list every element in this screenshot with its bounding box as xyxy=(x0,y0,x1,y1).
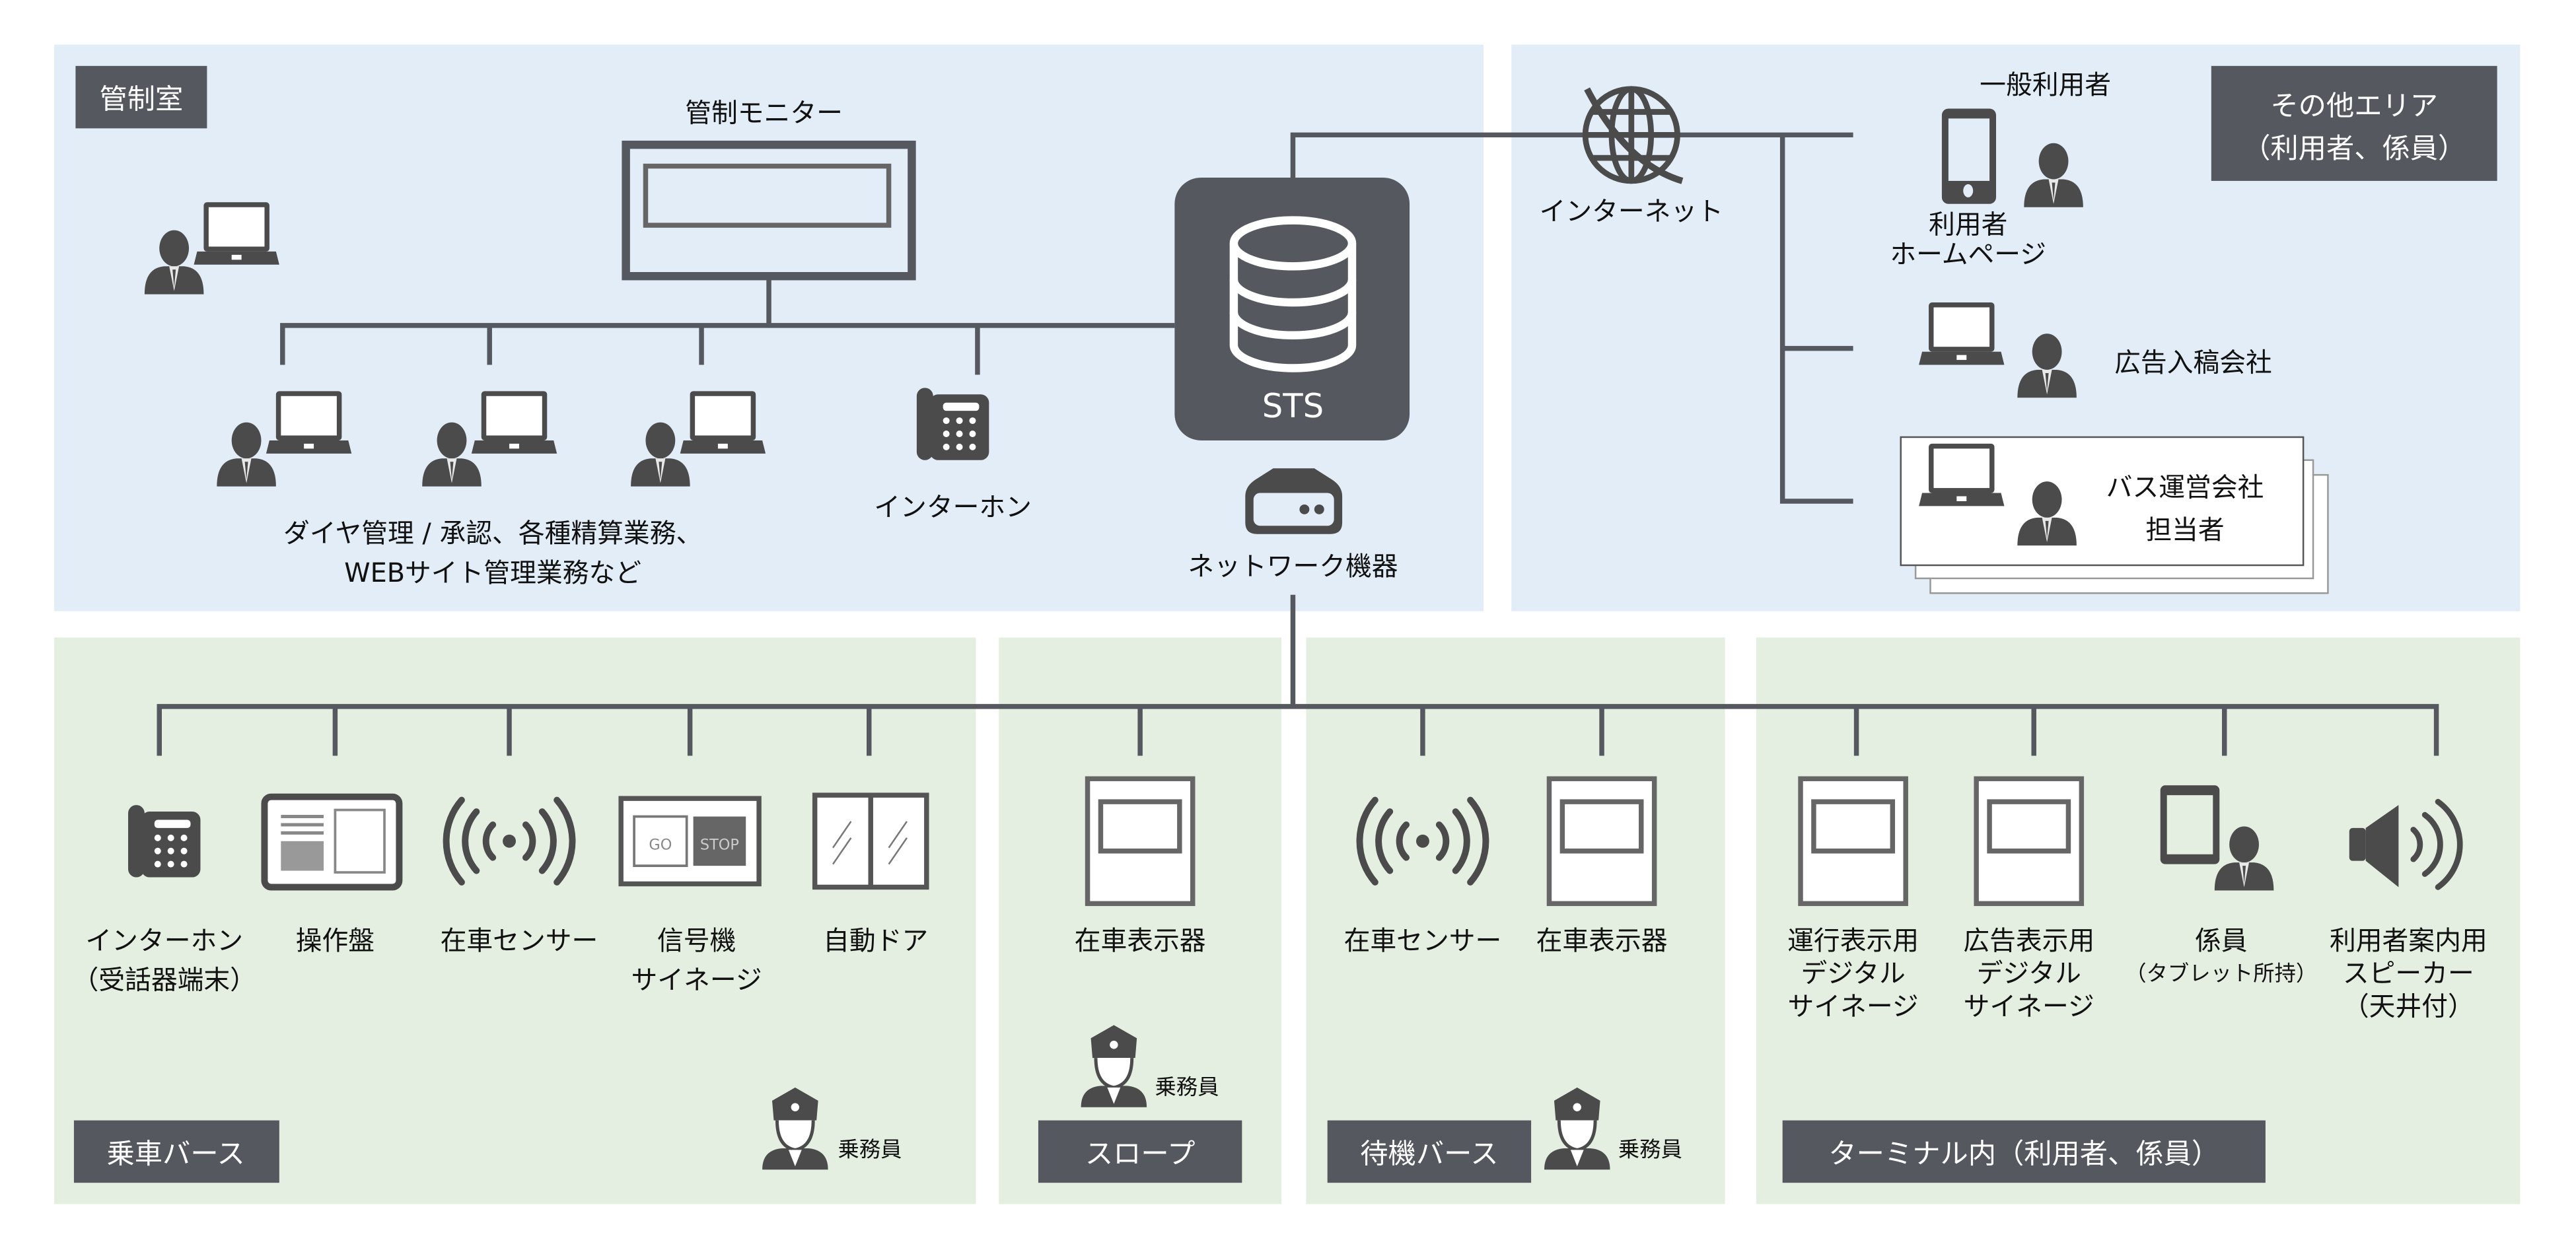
device-label: 信号機 xyxy=(657,926,736,956)
other-area-tag: その他エリア （利用者、係員） xyxy=(2211,65,2497,181)
general-users-label: 一般利用者 xyxy=(1980,70,2111,100)
network-device-icon xyxy=(1245,468,1343,534)
tablet-icon xyxy=(2160,785,2220,864)
device-label: 在車表示器 xyxy=(1536,926,1668,956)
device-label: サイネージ xyxy=(631,965,762,996)
internet-label: インターネット xyxy=(1540,197,1723,227)
handset-intercom-icon xyxy=(128,805,201,878)
device-label: デジタル xyxy=(1801,959,1905,989)
crew-label: 乗務員 xyxy=(1618,1136,1682,1162)
crew-label: 乗務員 xyxy=(838,1136,902,1162)
user-homepage-label-line2: ホームページ xyxy=(1890,239,2046,269)
automatic-door-icon xyxy=(812,792,929,890)
presence-display-icon xyxy=(1088,779,1193,903)
control-bus-line xyxy=(280,323,1175,365)
device-label: インターホン xyxy=(85,926,243,956)
sts-label: STS xyxy=(1262,387,1324,425)
operation-signage-icon xyxy=(1801,779,1906,903)
device-label: デジタル xyxy=(1977,959,2081,989)
bus-company-laptop-icon xyxy=(1919,443,2005,506)
waiting-bay-panel xyxy=(1306,637,1725,1204)
slope-tag: スロープ xyxy=(1038,1120,1242,1183)
device-label: 在車表示器 xyxy=(1075,926,1206,956)
crew-label: 乗務員 xyxy=(1155,1074,1219,1099)
device-label: 在車センサー xyxy=(441,926,598,956)
ad-company-laptop-icon xyxy=(1919,302,2005,365)
svg-text:待機バース: 待機バース xyxy=(1360,1137,1498,1169)
device-label: サイネージ xyxy=(1964,991,2094,1022)
operators-label-line2: WEBサイト管理業務など xyxy=(344,558,641,588)
presence-display-icon xyxy=(1549,779,1654,903)
operators-label-line1: ダイヤ管理 / 承認、各種精算業務、 xyxy=(283,518,702,549)
device-label: 広告表示用 xyxy=(1963,926,2094,956)
device-label: 運行表示用 xyxy=(1787,926,1919,956)
network-device-label: ネットワーク機器 xyxy=(1188,551,1398,582)
boarding-bay-panel xyxy=(54,637,976,1204)
ad-company-label: 広告入稿会社 xyxy=(2114,347,2272,378)
sts-server[interactable]: STS xyxy=(1174,177,1410,440)
device-label: （タブレット所持） xyxy=(2125,961,2317,986)
device-label: 操作盤 xyxy=(296,926,375,956)
device-label: スピーカー xyxy=(2343,959,2474,989)
device-label: サイネージ xyxy=(1788,991,1919,1022)
svg-text:ターミナル内（利用者、係員）: ターミナル内（利用者、係員） xyxy=(1828,1137,2219,1169)
svg-text:乗車バース: 乗車バース xyxy=(107,1137,245,1169)
globe-icon xyxy=(1582,86,1684,184)
svg-text:（利用者、係員）: （利用者、係員） xyxy=(2242,132,2466,164)
terminal-panel xyxy=(1756,637,2521,1204)
user-homepage-label-line1: 利用者 xyxy=(1929,210,2007,240)
signal-signage-icon: GO STOP xyxy=(618,796,762,887)
monitor-icon xyxy=(622,141,916,281)
signal-stop-text: STOP xyxy=(700,836,739,853)
bus-company-label-line1: バス運営会社 xyxy=(2106,473,2264,503)
device-label: 在車センサー xyxy=(1344,926,1502,956)
device-label: （天井付） xyxy=(2343,991,2474,1022)
database-icon xyxy=(1229,216,1357,372)
signal-go-text: GO xyxy=(649,836,672,853)
monitor-label: 管制モニター xyxy=(685,98,843,128)
svg-text:その他エリア: その他エリア xyxy=(2270,89,2438,122)
smartphone-icon xyxy=(1941,108,1997,204)
intercom-icon xyxy=(916,388,989,460)
terminal-tag: ターミナル内（利用者、係員） xyxy=(1782,1120,2266,1183)
intercom-label: インターホン xyxy=(874,492,1032,522)
network-lines xyxy=(157,132,2439,756)
field-bus-line xyxy=(157,704,2439,756)
boarding-bay-tag: 乗車バース xyxy=(73,1120,279,1183)
device-label: 利用者案内用 xyxy=(2330,926,2487,956)
external-branch xyxy=(1779,135,1853,504)
ad-signage-icon xyxy=(1976,779,2081,903)
device-label: （受話器端末） xyxy=(72,965,256,996)
waiting-bay-tag: 待機バース xyxy=(1327,1120,1532,1183)
svg-text:管制室: 管制室 xyxy=(99,83,183,116)
speaker-icon xyxy=(2349,798,2463,890)
control-room-tag: 管制室 xyxy=(75,65,207,129)
device-label: 係員 xyxy=(2195,926,2248,956)
device-label: 自動ドア xyxy=(823,926,928,956)
bus-company-label-line2: 担当者 xyxy=(2145,515,2224,545)
svg-text:スロープ: スロープ xyxy=(1085,1137,1196,1169)
control-panel-icon xyxy=(261,793,403,891)
